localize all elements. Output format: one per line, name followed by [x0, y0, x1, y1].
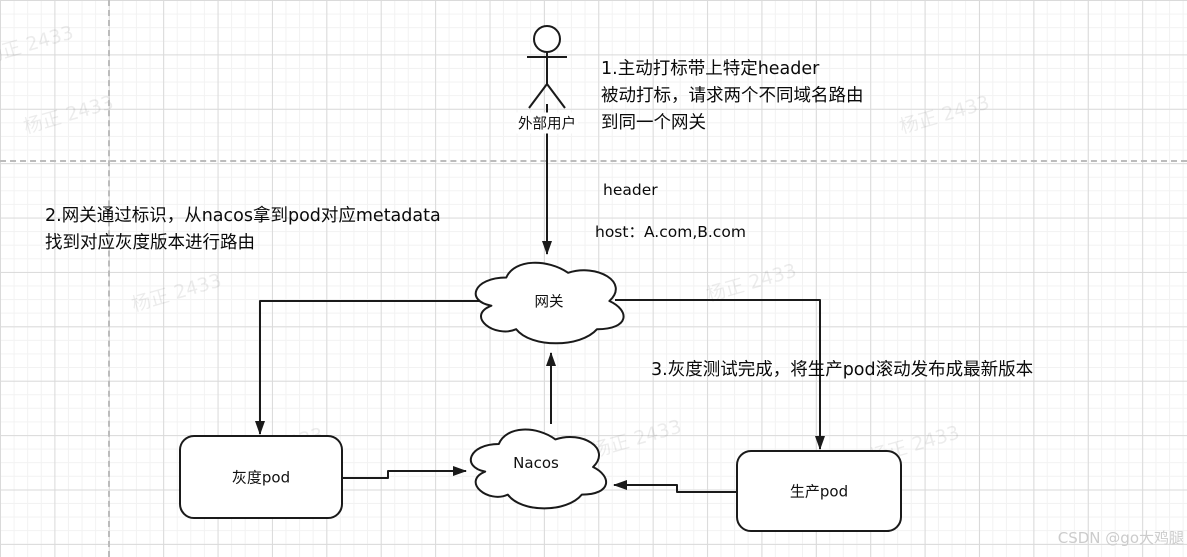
arrow-gateway-to-prod-pod	[615, 299, 825, 450]
note-3: 3.灰度测试完成，将生产pod滚动发布成最新版本	[651, 360, 1034, 380]
note-2: 2.网关通过标识，从nacos拿到pod对应metadata 找到对应灰度版本进…	[45, 203, 441, 257]
note-1-line-1: 1.主动打标带上特定header	[601, 59, 820, 79]
gateway-label: 网关	[534, 294, 564, 311]
arrow-prod-pod-to-nacos	[613, 480, 738, 493]
page-break-horizontal-line	[0, 160, 1187, 162]
note-1-line-3: 到同一个网关	[601, 113, 706, 133]
host-annotation: host：A.com,B.com	[595, 223, 746, 241]
note-2-line-1: 2.网关通过标识，从nacos拿到pod对应metadata	[45, 206, 441, 226]
external-user-label: 外部用户	[516, 112, 578, 134]
nacos-cloud-shape	[469, 428, 608, 510]
actor-right-leg	[546, 83, 566, 109]
gray-pod-label: 灰度pod	[231, 468, 291, 487]
actor-left-leg	[528, 83, 548, 109]
note-1-line-2: 被动打标，请求两个不同域名路由	[601, 86, 864, 106]
header-annotation: header	[603, 181, 658, 199]
nacos-label: Nacos	[513, 454, 559, 472]
gray-pod-box	[179, 435, 343, 519]
arrow-gray-pod-to-nacos	[341, 466, 467, 479]
csdn-credit-watermark: CSDN @go大鸡腿	[1057, 529, 1184, 547]
note-2-line-2: 找到对应灰度版本进行路由	[45, 233, 255, 253]
gateway-cloud-shape	[474, 261, 625, 345]
arrow-gateway-to-gray-pod	[255, 300, 480, 435]
page-break-vertical-line	[108, 0, 110, 557]
prod-pod-label: 生产pod	[789, 482, 849, 501]
external-user-actor	[527, 25, 567, 109]
actor-head	[533, 25, 561, 53]
prod-pod-box	[736, 450, 902, 532]
note-1: 1.主动打标带上特定header 被动打标，请求两个不同域名路由 到同一个网关	[601, 56, 864, 137]
